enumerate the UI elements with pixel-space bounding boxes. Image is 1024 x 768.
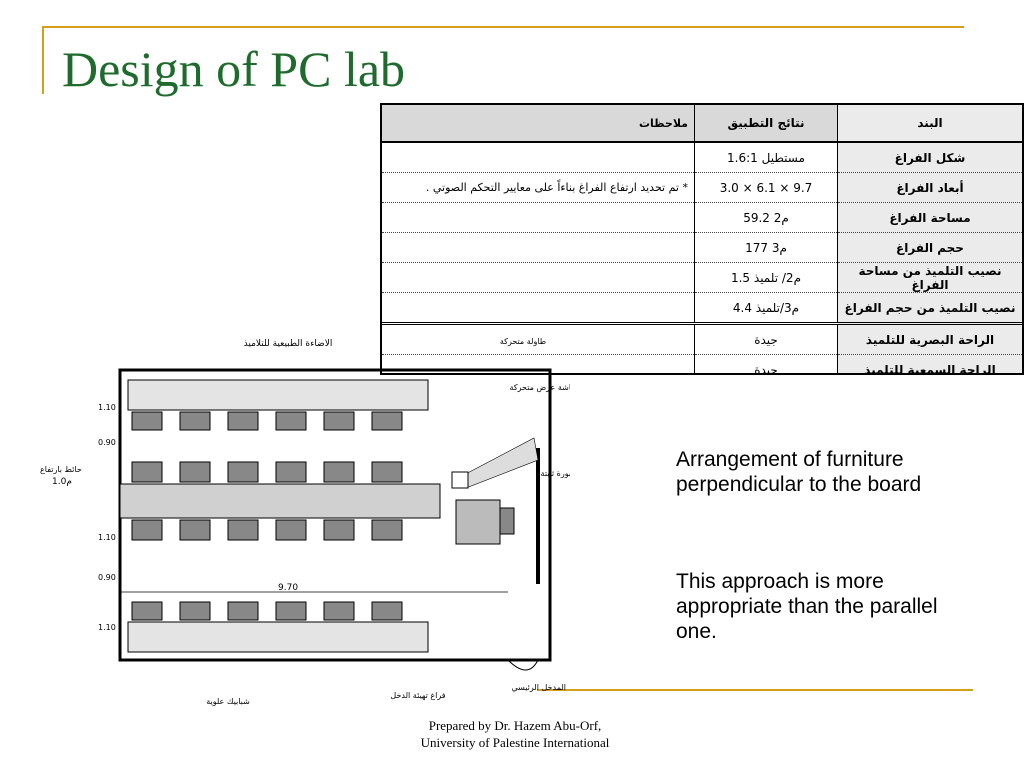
description-paragraph-2: This approach is more appropriate than t… xyxy=(676,570,938,644)
table-row: جيدة الراحة البصرية للتلميذ xyxy=(382,322,1022,355)
specs-table: ملاحظات نتائج التطبيق البند 1.6:1 مستطيل… xyxy=(380,103,1024,375)
table-row: 177 م3 حجم الفراغ xyxy=(382,232,1022,263)
row-item: الراحة البصرية للتلميذ xyxy=(837,322,1022,355)
row-result: 59.2 م2 xyxy=(694,202,838,233)
row-result: 1.6:1 مستطيل xyxy=(694,142,838,173)
header-notes: ملاحظات xyxy=(382,105,695,143)
row-item: نصيب التلميذ من مساحة الفراغ xyxy=(837,262,1022,293)
entrance-space-label: فراغ تهيئة الدخل xyxy=(390,691,445,700)
row-notes xyxy=(382,202,695,233)
row-result: جيدة xyxy=(694,354,838,373)
desk-row-1 xyxy=(127,379,429,431)
footer-line-2: University of Palestine International xyxy=(420,734,610,750)
teacher-desk xyxy=(455,499,501,545)
table-row: 4.4 م3/تلميذ نصيب التلميذ من حجم الفراغ xyxy=(382,292,1022,324)
footer: Prepared by Dr. Hazem Abu-Orf, Universit… xyxy=(380,718,650,752)
row-item: أبعاد الفراغ xyxy=(837,172,1022,203)
table-row: 1.6:1 مستطيل شكل الفراغ xyxy=(382,142,1022,173)
desk-row-2 xyxy=(119,461,441,541)
row-notes xyxy=(382,262,695,293)
row-notes xyxy=(382,322,695,355)
row-result: 177 م3 xyxy=(694,232,838,263)
dim-label: 0.90 xyxy=(98,438,116,447)
table-row: جيدة الراحة السمعية للتلميذ xyxy=(382,354,1022,373)
wall-height-value: 1.0م xyxy=(52,477,72,487)
dim-label: 1.10 xyxy=(98,623,116,632)
bottom-rule xyxy=(537,689,973,691)
row-result: 3.0 × 6.1 × 9.7 xyxy=(694,172,838,203)
mobile-screen-label: شاشة عرض متحركة xyxy=(510,383,570,392)
lab-floor-plan: الاضاءة الطبيعية للتلاميذ طاولة متحركة ش… xyxy=(40,337,570,706)
desk-row-3 xyxy=(127,601,429,653)
projector-cone xyxy=(457,437,539,489)
row-item: شكل الفراغ xyxy=(837,142,1022,173)
row-notes xyxy=(382,232,695,263)
fixed-board-label: سبورة ثابتة xyxy=(541,469,570,478)
row-notes: * تم تحديد ارتفاع الفراغ بناءاً على معاي… xyxy=(382,172,695,203)
footer-line-1: Prepared by Dr. Hazem Abu-Orf, xyxy=(428,718,602,733)
top-rule xyxy=(42,26,964,28)
row-item: حجم الفراغ xyxy=(837,232,1022,263)
table-row: 59.2 م2 مساحة الفراغ xyxy=(382,202,1022,233)
row-result: جيدة xyxy=(694,322,838,355)
table-header-row: ملاحظات نتائج التطبيق البند xyxy=(382,105,1022,143)
table-row: * تم تحديد ارتفاع الفراغ بناءاً على معاي… xyxy=(382,172,1022,203)
dim-label: 1.10 xyxy=(98,403,116,412)
row-result: 4.4 م3/تلميذ xyxy=(694,292,838,324)
dim-label: 1.10 xyxy=(98,533,116,542)
dim-label: 0.90 xyxy=(98,573,116,582)
high-windows-label: شبابيك علوية xyxy=(206,697,250,706)
slide-title: Design of PC lab xyxy=(62,41,406,97)
row-notes xyxy=(382,292,695,324)
teacher-chair xyxy=(499,507,515,535)
main-entrance-label: المدخل الرئيسي xyxy=(511,683,566,692)
row-result: 1.5 م2/ تلميذ xyxy=(694,262,838,293)
natural-light-label: الاضاءة الطبيعية للتلاميذ xyxy=(244,339,333,349)
row-item: مساحة الفراغ xyxy=(837,202,1022,233)
description-paragraph-1: Arrangement of furniture perpendicular t… xyxy=(676,448,922,497)
row-item: نصيب التلميذ من حجم الفراغ xyxy=(837,292,1022,324)
entrance-door xyxy=(507,659,539,671)
projector-icon xyxy=(451,471,469,489)
row-notes xyxy=(382,354,695,373)
table-row: 1.5 م2/ تلميذ نصيب التلميذ من مساحة الفر… xyxy=(382,262,1022,293)
row-item: الراحة السمعية للتلميذ xyxy=(837,354,1022,373)
wall-height-label: حائط بارتفاع xyxy=(40,465,82,474)
header-item: البند xyxy=(837,105,1022,143)
mobile-table-label: طاولة متحركة xyxy=(500,337,546,346)
row-notes xyxy=(382,142,695,173)
left-rule xyxy=(42,26,44,94)
fixed-board-shape xyxy=(536,448,540,584)
header-result: نتائج التطبيق xyxy=(694,105,838,143)
length-dimension: 9.70 xyxy=(278,583,298,593)
